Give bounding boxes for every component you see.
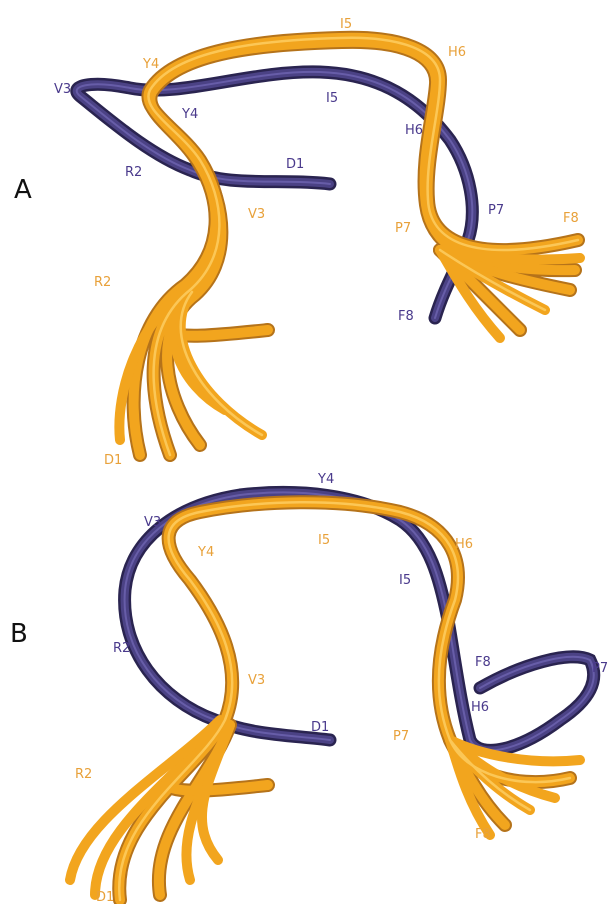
panel-b-purple-backbone bbox=[125, 492, 594, 750]
label-a-orange-p7: P7 bbox=[395, 221, 411, 236]
label-b-purple-i5: I5 bbox=[399, 573, 411, 588]
label-b-orange-y4: Y4 bbox=[197, 545, 214, 560]
panel-a-letter: A bbox=[14, 175, 32, 205]
label-a-orange-h6: H6 bbox=[448, 45, 466, 60]
panel-a-purple-backbone bbox=[77, 72, 473, 318]
label-a-orange-y4: Y4 bbox=[142, 57, 159, 72]
label-b-orange-h6: H6 bbox=[455, 537, 473, 552]
panel-b-orange-ensemble bbox=[70, 502, 580, 900]
label-a-orange-v3: V3 bbox=[248, 207, 265, 222]
label-a-purple-f8: F8 bbox=[398, 309, 414, 324]
label-b-orange-r2: R2 bbox=[75, 767, 92, 782]
label-a-purple-v3: V3 bbox=[54, 82, 71, 97]
label-a-orange-i5: I5 bbox=[340, 17, 352, 32]
label-b-orange-v3: V3 bbox=[248, 673, 265, 688]
panel-b-orange-labels: Y4 I5 H6 V3 P7 R2 F8 D1 bbox=[75, 533, 491, 904]
label-b-orange-d1: D1 bbox=[96, 890, 114, 904]
label-b-purple-r2: R2 bbox=[113, 641, 130, 656]
label-b-orange-i5: I5 bbox=[318, 533, 330, 548]
label-a-purple-d1: D1 bbox=[286, 157, 304, 172]
panel-a: A bbox=[14, 17, 580, 468]
label-b-purple-p7: P7 bbox=[592, 661, 608, 676]
label-b-purple-y4: Y4 bbox=[317, 472, 334, 487]
panel-a-orange-ensemble bbox=[119, 38, 580, 455]
label-a-purple-i5: I5 bbox=[326, 91, 338, 106]
panel-b-letter: B bbox=[10, 619, 28, 649]
label-b-purple-f8: F8 bbox=[475, 655, 491, 670]
label-a-purple-y4: Y4 bbox=[181, 107, 198, 122]
label-a-purple-p7: P7 bbox=[488, 203, 504, 218]
label-b-purple-v3: V3 bbox=[144, 515, 161, 530]
label-a-orange-f8: F8 bbox=[563, 211, 579, 226]
panel-b: B bbox=[10, 472, 608, 904]
label-a-orange-r2: R2 bbox=[94, 275, 111, 290]
label-b-purple-d1: D1 bbox=[311, 720, 329, 735]
label-b-orange-p7: P7 bbox=[393, 729, 409, 744]
label-b-purple-h6: H6 bbox=[471, 700, 489, 715]
label-a-orange-d1: D1 bbox=[104, 453, 122, 468]
label-b-orange-f8: F8 bbox=[475, 827, 491, 842]
label-a-purple-h6: H6 bbox=[405, 123, 423, 138]
label-a-purple-r2: R2 bbox=[125, 165, 142, 180]
